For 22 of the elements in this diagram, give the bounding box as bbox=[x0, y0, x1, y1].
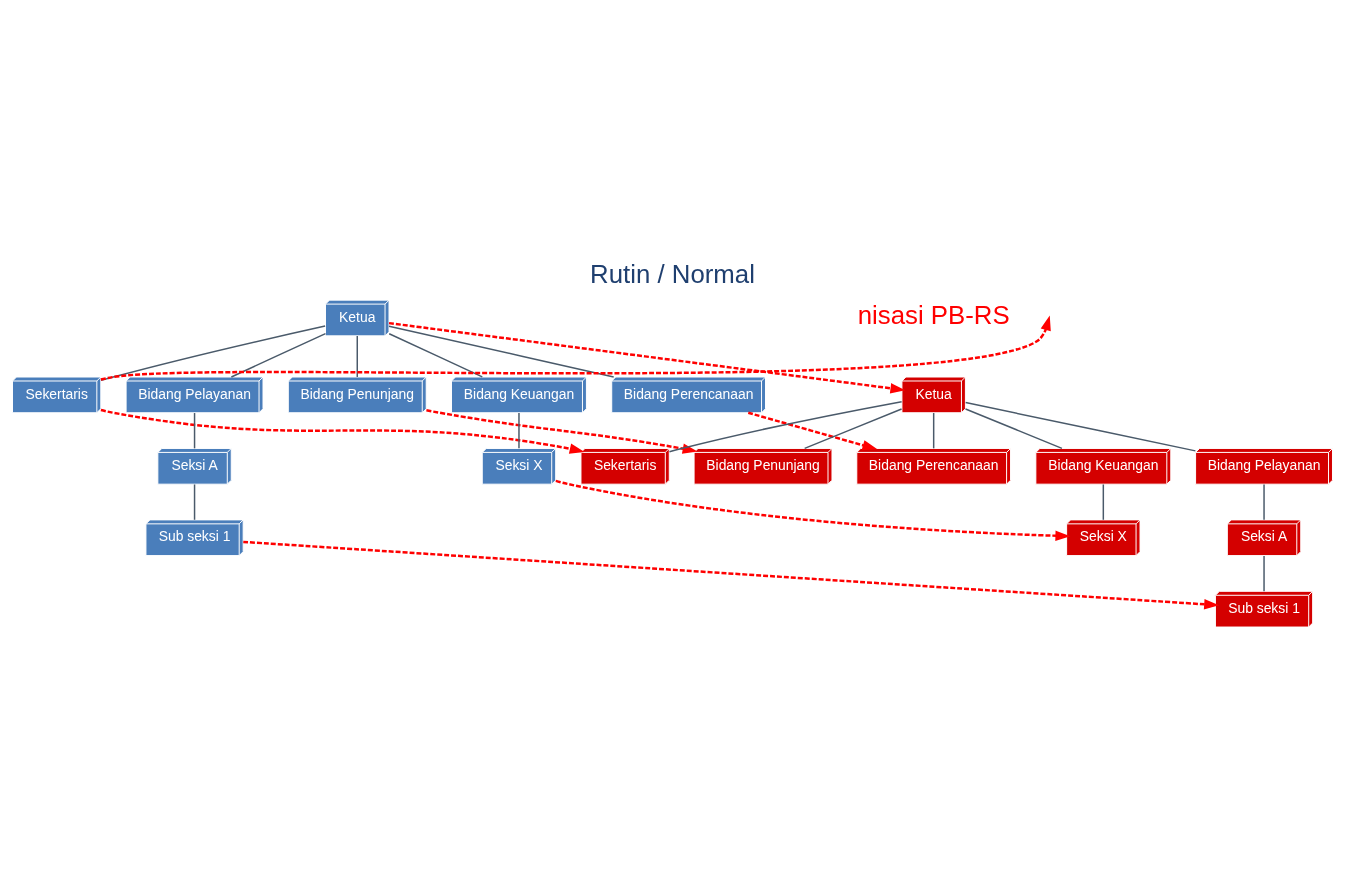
arrow bbox=[747, 411, 878, 450]
arrow bbox=[426, 408, 698, 454]
connector bbox=[1263, 483, 1265, 521]
connector bbox=[932, 411, 935, 449]
connector bbox=[356, 334, 358, 378]
connector bbox=[193, 411, 196, 449]
label: nisasi PB-RS bbox=[857, 300, 1010, 329]
diagram-title: Rutin / Normal bbox=[590, 259, 755, 288]
connector bbox=[193, 483, 196, 521]
connector bbox=[964, 407, 1063, 449]
connector bbox=[230, 332, 327, 378]
arrow bbox=[100, 408, 585, 454]
connector bbox=[388, 324, 615, 378]
connector bbox=[1102, 483, 1105, 521]
connector bbox=[1263, 554, 1265, 592]
connector bbox=[518, 411, 520, 449]
arrow bbox=[388, 321, 906, 393]
connector bbox=[803, 407, 903, 449]
connector bbox=[388, 332, 484, 378]
connector bbox=[668, 400, 903, 452]
arrow bbox=[555, 479, 1071, 541]
arrow bbox=[243, 540, 1220, 609]
